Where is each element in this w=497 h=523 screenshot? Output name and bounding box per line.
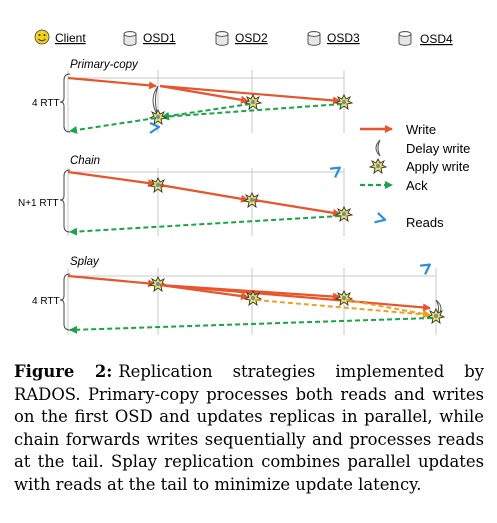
header-osd2: OSD2 (215, 31, 268, 46)
svg-text:Write: Write (406, 122, 436, 137)
osd1-label: OSD1 (143, 31, 176, 45)
caption-text: Replication strategies implemented by RA… (14, 362, 485, 494)
legend-delay-write: Delay write (375, 139, 470, 157)
osd3-label: OSD3 (327, 31, 360, 45)
panel-title: Splay (70, 256, 100, 268)
rtt-label: N+1 RTT (18, 198, 59, 209)
database-icon (123, 31, 137, 46)
header-osd1: OSD1 (123, 31, 176, 46)
panel-primary-copy: Primary-copy 4 RTT (32, 59, 353, 135)
legend-apply-write: Apply write (369, 158, 470, 174)
panel-title: Chain (70, 155, 100, 167)
panel-title: Primary-copy (70, 59, 139, 71)
svg-text:Apply write: Apply write (406, 159, 470, 174)
svg-text:Ack: Ack (406, 178, 428, 193)
legend: Write Delay write Apply write Ack Reads (360, 122, 470, 230)
header-osd4: OSD4 (398, 31, 453, 46)
database-icon (307, 31, 321, 46)
replication-figure: Client OSD1 OSD2 OSD3 OSD4 (18, 29, 470, 335)
moon-icon (375, 139, 381, 157)
header-osd3: OSD3 (307, 31, 360, 46)
smiley-icon (34, 29, 50, 45)
svg-text:Delay write: Delay write (406, 141, 470, 156)
burst-icon (369, 158, 387, 174)
database-icon (398, 31, 412, 46)
legend-write: Write (360, 122, 436, 137)
panel-splay: Splay 4 RTT (32, 256, 445, 334)
client-label: Client (55, 31, 86, 45)
read-icon (373, 211, 388, 227)
legend-ack: Ack (360, 178, 428, 193)
caption-label: Figure 2: (14, 362, 113, 381)
figure-caption: Figure 2:Replication strategies implemen… (14, 361, 484, 497)
rtt-label: 4 RTT (32, 296, 60, 307)
read-icon (328, 163, 344, 179)
osd2-label: OSD2 (235, 31, 268, 45)
rtt-label: 4 RTT (32, 98, 60, 109)
header-client: Client (34, 29, 86, 45)
database-icon (215, 31, 229, 46)
legend-reads: Reads (373, 211, 444, 230)
read-icon (418, 260, 434, 276)
osd4-label: OSD4 (420, 32, 453, 46)
panel-chain: Chain N+1 RTT (18, 155, 353, 236)
svg-text:Reads: Reads (406, 215, 444, 230)
